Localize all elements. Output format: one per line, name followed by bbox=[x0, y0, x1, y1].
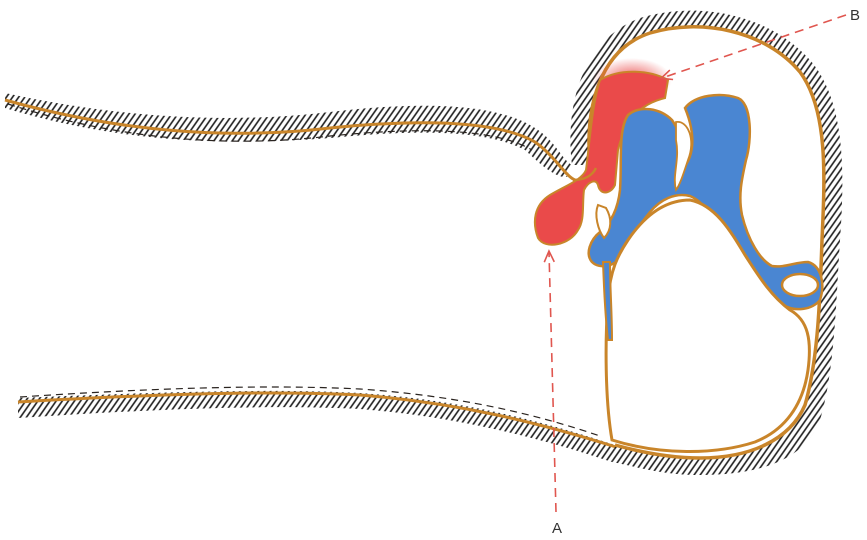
lower-wall-hatch bbox=[18, 391, 615, 462]
descending-stalk bbox=[603, 262, 612, 340]
label-a: A bbox=[552, 520, 562, 537]
arrow-a bbox=[549, 252, 556, 512]
label-b: B bbox=[850, 7, 860, 24]
right-oval-opening bbox=[782, 274, 818, 296]
